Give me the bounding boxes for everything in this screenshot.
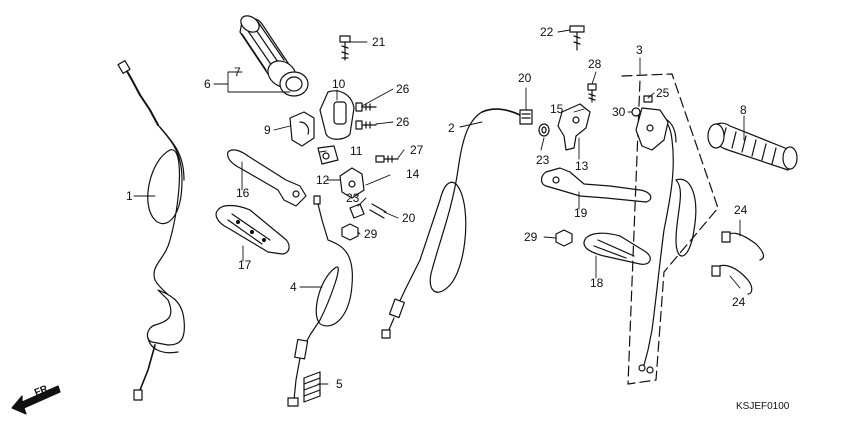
callout-28: 28 — [588, 57, 602, 71]
callout-14: 14 — [406, 167, 420, 181]
front-direction-arrow — [11, 385, 61, 415]
cable-bands — [711, 231, 765, 295]
callout-29: 29 — [364, 227, 378, 241]
screws-left — [339, 35, 399, 163]
callout-16: 16 — [236, 186, 250, 200]
callout-9: 9 — [264, 123, 271, 137]
callout-20: 20 — [518, 71, 532, 85]
lever-holder — [557, 103, 591, 151]
direction-label: FR. — [33, 382, 52, 398]
throttle-grip — [239, 15, 309, 97]
callout-12: 12 — [316, 173, 330, 187]
right-grip — [707, 122, 798, 171]
throttle-cable — [117, 60, 185, 401]
callout-24: 24 — [732, 295, 746, 309]
callout-25: 25 — [656, 86, 670, 100]
callout-21: 21 — [372, 35, 386, 49]
choke-cable — [381, 108, 523, 339]
cable-adjuster-right — [519, 109, 550, 137]
callout-19: 19 — [574, 206, 588, 220]
callout-1: 1 — [126, 189, 133, 203]
lever-cover — [215, 204, 290, 255]
callout-13: 13 — [575, 159, 589, 173]
lever-bracket — [339, 167, 387, 219]
callout-23: 23 — [536, 153, 550, 167]
callout-18: 18 — [590, 276, 604, 290]
right-lever-cover — [583, 232, 651, 265]
throttle-housing-parts — [289, 90, 355, 165]
callout-26: 26 — [396, 82, 410, 96]
callout-8: 8 — [740, 103, 747, 117]
callout-3: 3 — [636, 43, 643, 57]
callout-11: 11 — [350, 144, 363, 158]
callout-20: 20 — [402, 211, 416, 225]
diagram-code: KSJEF0100 — [736, 401, 790, 412]
callout-17: 17 — [238, 258, 252, 272]
clutch-lever — [227, 149, 307, 207]
callout-2: 2 — [448, 121, 455, 135]
assembly-boundary — [621, 73, 719, 385]
leader-lines — [133, 29, 745, 385]
callout-26: 26 — [396, 115, 410, 129]
callout-29: 29 — [524, 230, 538, 244]
callout-23: 23 — [346, 191, 360, 205]
nut-left — [341, 223, 359, 241]
callout-6: 6 — [204, 77, 211, 91]
bolt-22 — [569, 25, 585, 51]
callout-15: 15 — [550, 102, 564, 116]
callout-7: 7 — [234, 65, 241, 79]
callout-5: 5 — [336, 377, 343, 391]
nut-right — [555, 229, 573, 247]
callout-27: 27 — [410, 143, 424, 157]
right-lever — [540, 167, 652, 203]
callout-22: 22 — [540, 25, 554, 39]
callout-4: 4 — [290, 280, 297, 294]
callout-30: 30 — [612, 105, 626, 119]
callout-24: 24 — [734, 203, 748, 217]
spring — [303, 371, 321, 403]
callout-10: 10 — [332, 77, 346, 91]
clutch-cable — [287, 195, 353, 407]
